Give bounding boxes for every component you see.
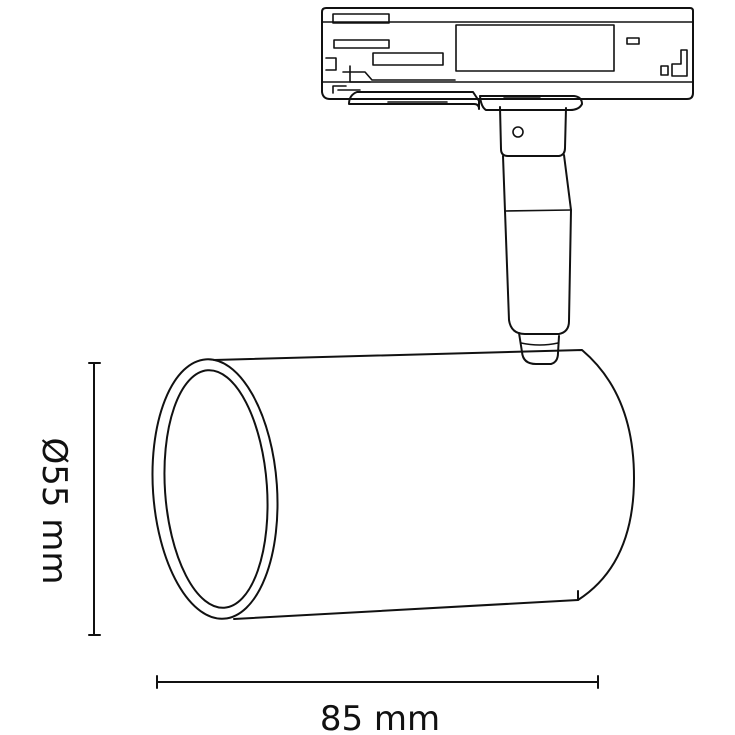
track-adapter (321, 7, 694, 100)
diameter-dimension: Ø55 mm (34, 362, 101, 636)
length-label: 85 mm (320, 699, 440, 735)
diameter-label: Ø55 mm (34, 437, 74, 584)
spotlight-cylinder (151, 349, 635, 620)
length-dimension: 85 mm (156, 675, 599, 735)
adapter-clamp (348, 91, 583, 111)
support-arm (499, 106, 572, 365)
